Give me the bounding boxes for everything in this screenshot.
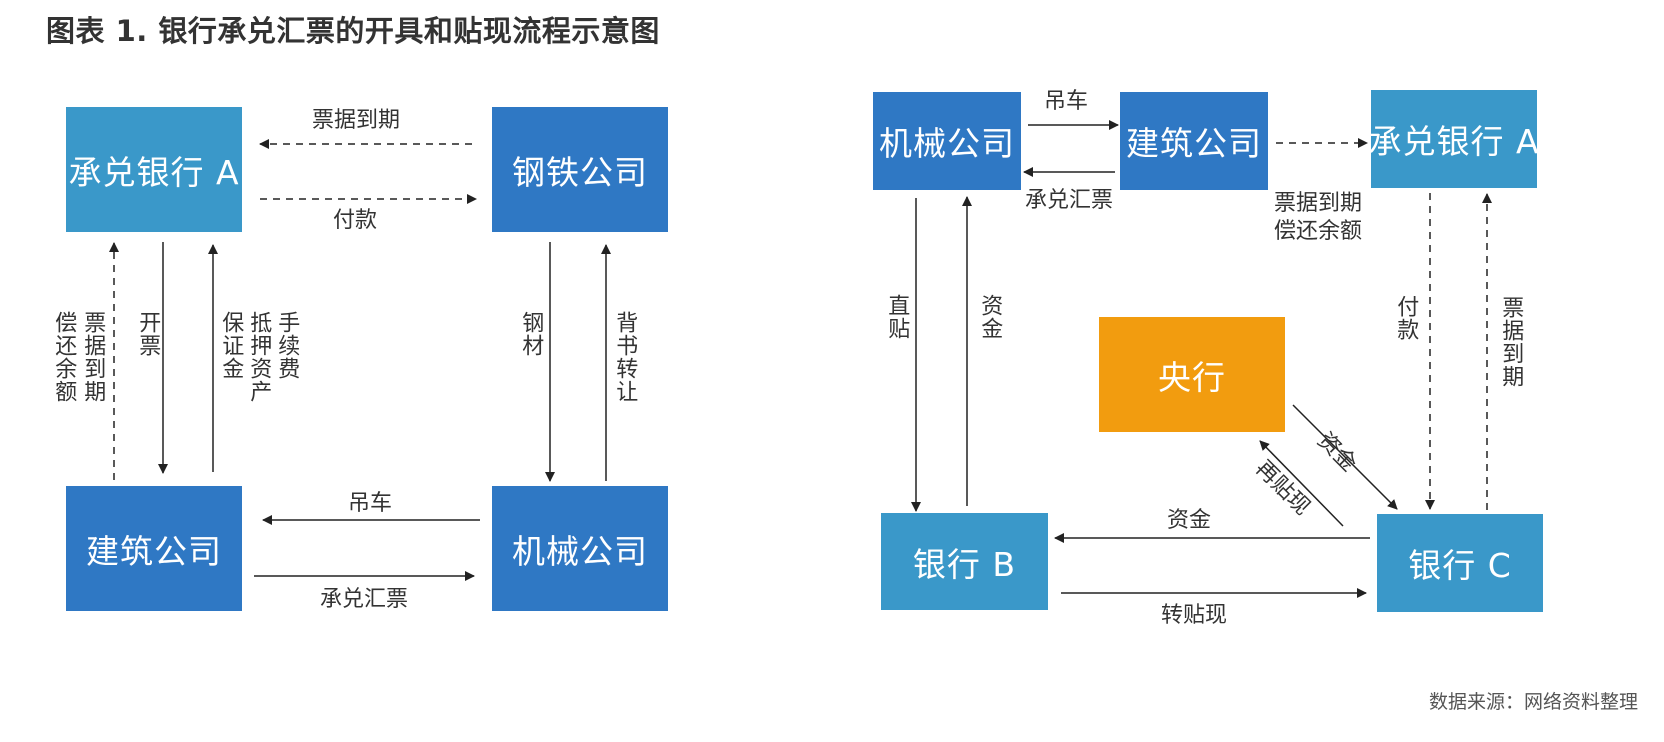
label-issue-bill: 开票 <box>135 311 161 357</box>
label-collateral: 抵押资产 <box>246 311 272 403</box>
label-steel-material: 钢材 <box>518 311 544 357</box>
label-repay-balance: 偿还余额 <box>51 311 77 403</box>
label-payment: 付款 <box>333 208 378 233</box>
right-node-construction-company: 建筑公司 <box>1120 92 1268 190</box>
label-bill-due: 票据到期 <box>1274 191 1363 216</box>
label-funds-horizontal: 资金 <box>1167 508 1212 533</box>
label-acceptance-bill: 承兑汇票 <box>320 587 409 612</box>
left-node-acceptance-bank-a: 承兑银行 A <box>66 107 242 232</box>
label-funds: 资金 <box>977 294 1003 340</box>
label-bill-due-vertical: 票据到期 <box>1498 296 1524 388</box>
label-payment: 付款 <box>1393 295 1419 341</box>
label-direct-discount: 直贴 <box>884 294 910 340</box>
right-node-machinery-company: 机械公司 <box>873 92 1021 190</box>
arrow-bank-c-to-central-bank-rediscount <box>1259 440 1344 527</box>
data-source-note: 数据来源：网络资料整理 <box>1428 691 1638 713</box>
left-node-construction-company: 建筑公司 <box>66 486 242 611</box>
right-node-bank-b: 银行 B <box>881 513 1048 610</box>
left-node-machinery-company: 机械公司 <box>492 486 668 611</box>
right-node-acceptance-bank-a: 承兑银行 A <box>1368 90 1539 188</box>
arrow-central-bank-to-bank-c-funds <box>1292 404 1398 510</box>
figure-title: 图表 1. 银行承兑汇票的开具和贴现流程示意图 <box>46 14 660 48</box>
right-node-bank-c: 银行 C <box>1377 514 1543 612</box>
label-bill-due-vertical: 票据到期 <box>80 311 106 403</box>
label-bill-due: 票据到期 <box>312 108 401 133</box>
right-node-central-bank: 央行 <box>1099 317 1285 432</box>
label-fee: 手续费 <box>274 311 300 380</box>
label-crane: 吊车 <box>1044 89 1089 114</box>
label-repay-balance: 偿还余额 <box>1274 219 1363 244</box>
label-endorse-transfer: 背书转让 <box>612 311 638 403</box>
left-node-steel-company: 钢铁公司 <box>492 107 668 232</box>
label-transfer-discount: 转贴现 <box>1161 603 1228 628</box>
label-crane: 吊车 <box>348 491 393 516</box>
label-deposit: 保证金 <box>218 311 244 380</box>
label-acceptance-bill: 承兑汇票 <box>1025 188 1114 213</box>
